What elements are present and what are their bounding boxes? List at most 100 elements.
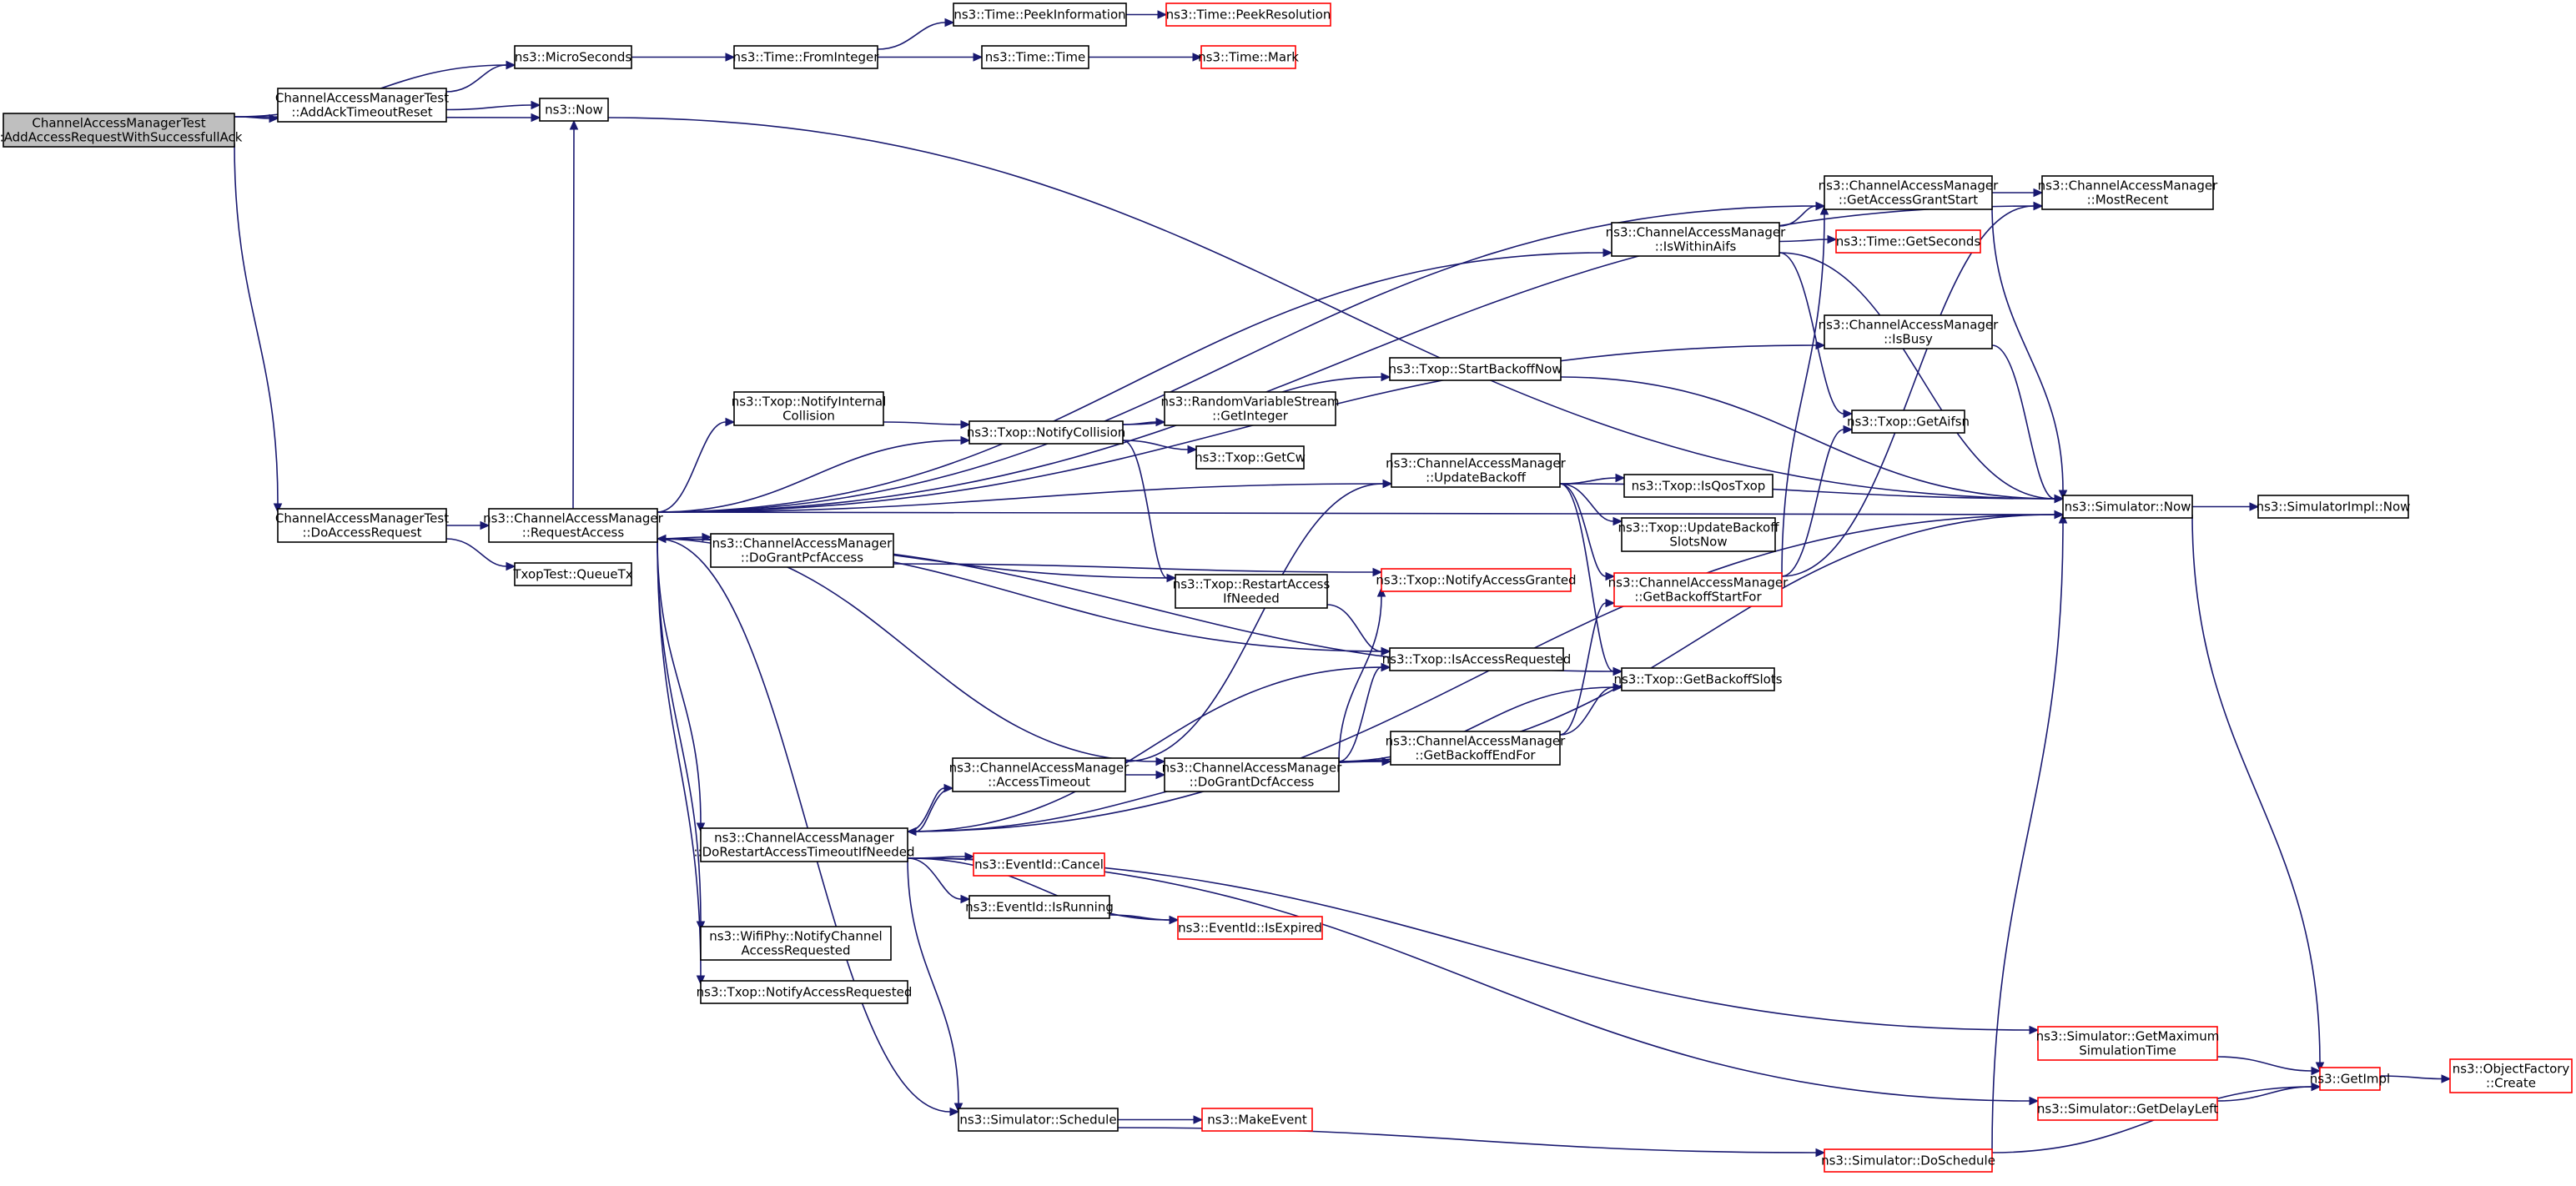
node-box <box>277 88 447 123</box>
edge-arrowhead <box>696 921 706 932</box>
node-label-line: ns3::Time::PeekResolution <box>1166 8 1331 23</box>
node-txopNotifyReq[interactable]: ns3::Txop::NotifyAccessRequested <box>697 980 913 1004</box>
edge-line <box>907 857 2030 1102</box>
node-box <box>514 562 632 586</box>
node-now[interactable]: ns3::Now <box>539 98 609 122</box>
node-getBackEnd[interactable]: ns3::ChannelAccessManager::GetBackoffEnd… <box>1386 731 1566 766</box>
edge-arrowhead <box>1843 425 1854 435</box>
edge-line <box>907 857 1170 921</box>
edge-line <box>1559 477 1617 485</box>
node-makeEvent[interactable]: ns3::MakeEvent <box>1201 1108 1313 1132</box>
node-doRestart[interactable]: ns3::ChannelAccessManager::DoRestartAcce… <box>693 827 915 862</box>
edge-doRestart-to-simMaxTime <box>907 857 2040 1035</box>
edge-arrowhead <box>656 534 667 544</box>
edge-arrowhead <box>960 894 971 904</box>
edge-arrowhead <box>1376 586 1386 597</box>
node-doAccess[interactable]: ChannelAccessManagerTest::DoAccessReques… <box>275 508 449 543</box>
node-objFactory[interactable]: ns3::ObjectFactory::Create <box>2449 1058 2573 1093</box>
node-isAccReq[interactable]: ns3::Txop::IsAccessRequested <box>1382 647 1572 671</box>
node-randVar[interactable]: ns3::RandomVariableStream::GetInteger <box>1160 391 1340 426</box>
node-addAck[interactable]: ChannelAccessManagerTest::AddAckTimeoutR… <box>275 88 449 123</box>
node-label-line: ns3::ChannelAccessManager <box>949 761 1130 776</box>
node-accTimeout[interactable]: ns3::ChannelAccessManager::AccessTimeout <box>949 757 1130 792</box>
edge-arrowhead <box>1819 204 1829 215</box>
node-label-line: ns3::EventId::IsExpired <box>1178 921 1322 936</box>
edge-line <box>657 421 727 513</box>
node-queueTx[interactable]: TxopTest::QueueTx <box>512 562 633 586</box>
node-notifyGranted[interactable]: ns3::Txop::NotifyAccessGranted <box>1376 568 1577 592</box>
node-label-line: ns3::ObjectFactory <box>2453 1062 2570 1077</box>
node-isQos[interactable]: ns3::Txop::IsQosTxop <box>1623 474 1774 498</box>
node-peekRes[interactable]: ns3::Time::PeekResolution <box>1165 3 1331 27</box>
node-simSchedule[interactable]: ns3::Simulator::Schedule <box>958 1108 1119 1132</box>
node-box <box>1201 1108 1313 1132</box>
edge-simDelay-to-getImpl <box>2216 1082 2322 1102</box>
node-simDoSched[interactable]: ns3::Simulator::DoSchedule <box>1821 1148 1995 1173</box>
node-label-line: ns3::RandomVariableStream <box>1160 394 1339 410</box>
node-timeMark[interactable]: ns3::Time::Mark <box>1198 45 1299 69</box>
node-wifiPhy[interactable]: ns3::WifiPhy::NotifyChannelAccessRequest… <box>700 926 892 961</box>
node-getAifsn[interactable]: ns3::Txop::GetAifsn <box>1847 410 1970 434</box>
node-box <box>700 980 908 1004</box>
node-doGrantDcf[interactable]: ns3::ChannelAccessManager::DoGrantDcfAcc… <box>1162 757 1342 792</box>
edges-layer <box>234 10 2452 1158</box>
edge-arrowhead <box>2311 1066 2322 1076</box>
node-label-line: AccessRequested <box>741 943 850 958</box>
node-fromInt[interactable]: ns3::Time::FromInteger <box>733 45 880 69</box>
node-doGrantPcf[interactable]: ns3::ChannelAccessManager::DoGrantPcfAcc… <box>710 533 894 568</box>
edge-getAGS-to-mostRecent <box>1992 188 2044 198</box>
edge-line <box>907 514 2055 832</box>
edge-getBackStart-to-mostRecent <box>1781 201 2044 577</box>
node-notifyColl[interactable]: ns3::Txop::NotifyCollision <box>967 420 1126 445</box>
node-evExpired[interactable]: ns3::EventId::IsExpired <box>1177 916 1323 940</box>
node-simNow[interactable]: ns3::Simulator::Now <box>2062 495 2193 519</box>
node-evRunning[interactable]: ns3::EventId::IsRunning <box>965 895 1114 919</box>
node-label-line: ChannelAccessManagerTest <box>275 91 449 106</box>
node-isBusy[interactable]: ns3::ChannelAccessManager::IsBusy <box>1819 314 1999 349</box>
node-label-line: ::DoGrantPcfAccess <box>741 550 863 565</box>
edge-arrowhead <box>2441 1074 2452 1083</box>
edge-isWithin-to-getAifsn <box>1779 252 1854 419</box>
node-getBackSlots[interactable]: ns3::Txop::GetBackoffSlots <box>1613 667 1783 691</box>
node-reqAccess[interactable]: ns3::ChannelAccessManager::RequestAccess <box>483 508 664 543</box>
edge-line <box>1338 596 1382 762</box>
node-getBackStart[interactable]: ns3::ChannelAccessManager::GetBackoffSta… <box>1608 572 1789 607</box>
edge-line <box>657 538 702 922</box>
node-label-line: ::GetBackoffEndFor <box>1415 748 1536 763</box>
edge-arrowhead <box>953 1103 963 1113</box>
node-getSec[interactable]: ns3::Time::GetSeconds <box>1835 229 1981 254</box>
node-mostRecent[interactable]: ns3::ChannelAccessManager::MostRecent <box>2038 175 2218 210</box>
node-getAGS[interactable]: ns3::ChannelAccessManager::GetAccessGran… <box>1819 175 1999 210</box>
node-simImplNow[interactable]: ns3::SimulatorImpl::Now <box>2257 495 2411 519</box>
node-label-line: SlotsNow <box>1669 535 1727 550</box>
edge-arrowhead <box>2311 1082 2322 1092</box>
node-label-line: ns3::ChannelAccessManager <box>2038 178 2218 193</box>
node-updateBackoff[interactable]: ns3::ChannelAccessManager::UpdateBackoff <box>1386 453 1567 488</box>
node-peekInfo[interactable]: ns3::Time::PeekInformation <box>953 3 1127 27</box>
node-box <box>1623 474 1774 498</box>
edge-arrowhead <box>1615 473 1626 483</box>
node-isWithin[interactable]: ns3::ChannelAccessManager::IsWithinAifs <box>1606 222 1786 257</box>
node-startBackoff[interactable]: ns3::Txop::StartBackoffNow <box>1388 357 1562 381</box>
edge-arrowhead <box>725 417 736 427</box>
edge-line <box>1326 604 1382 652</box>
node-box <box>1175 574 1328 609</box>
node-evCancel[interactable]: ns3::EventId::Cancel <box>973 852 1105 877</box>
edge-line <box>657 538 702 824</box>
node-micro[interactable]: ns3::MicroSeconds <box>514 45 632 69</box>
node-getImpl[interactable]: ns3::GetImpl <box>2310 1067 2390 1091</box>
node-box <box>710 533 894 568</box>
node-box <box>1164 757 1340 792</box>
node-label-line: ns3::EventId::IsRunning <box>965 900 1114 915</box>
node-getCw[interactable]: ns3::Txop::GetCw <box>1195 445 1306 470</box>
edge-line <box>1779 252 1844 415</box>
node-simDelay[interactable]: ns3::Simulator::GetDelayLeft <box>2037 1097 2218 1121</box>
edge-arrowhead <box>2249 502 2260 511</box>
edge-getImpl-to-objFactory <box>2379 1074 2452 1083</box>
edge-arrowhead <box>2058 490 2068 500</box>
node-timeTime[interactable]: ns3::Time::Time <box>981 45 1089 69</box>
